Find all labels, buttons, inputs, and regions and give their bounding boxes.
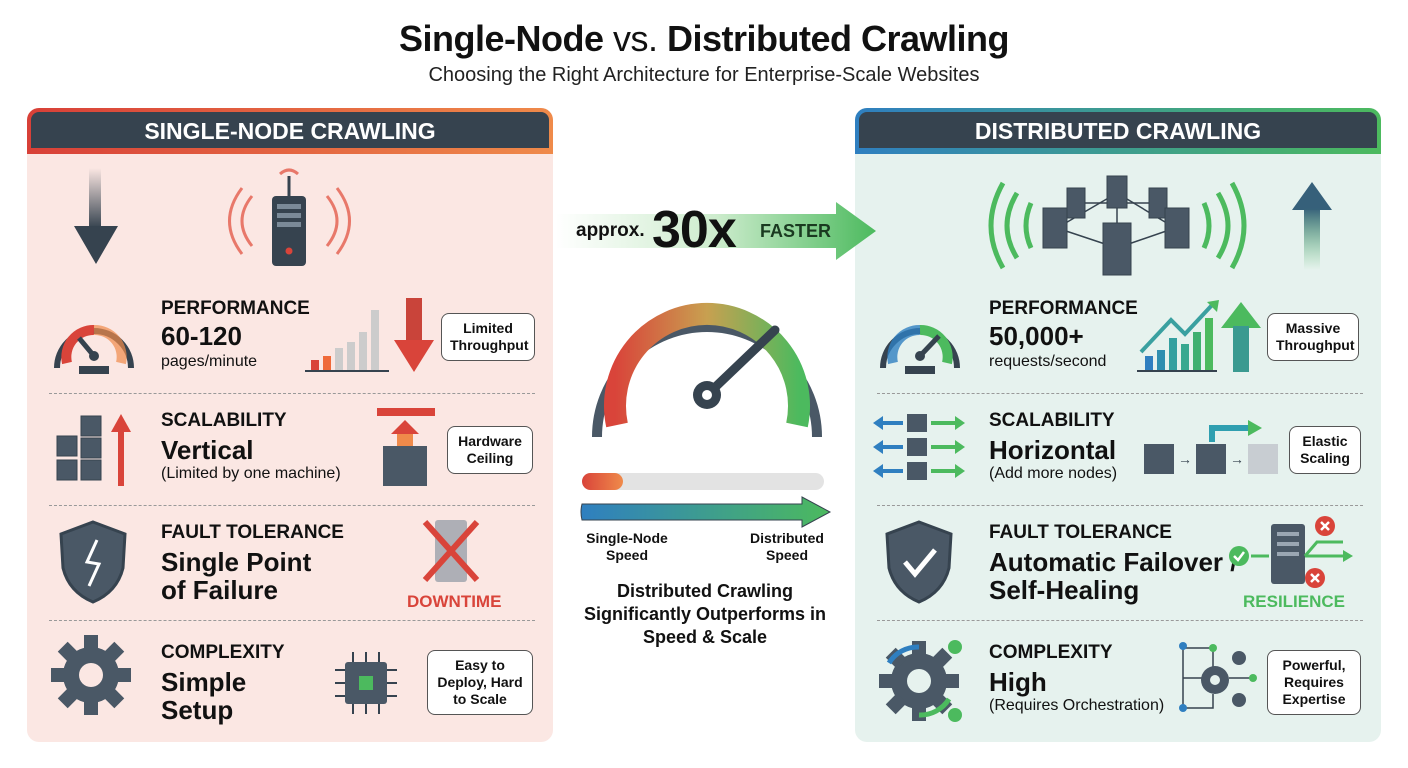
performance-value: 50,000+ [989, 321, 1084, 351]
gear-icon [51, 635, 131, 715]
speedometer-low-icon [54, 325, 134, 374]
performance-unit: requests/second [989, 353, 1107, 370]
gauge-needle [702, 325, 780, 400]
scalability-detail: (Limited by one machine) [161, 465, 341, 482]
note-bubble: Easy to Deploy, Hard to Scale [427, 650, 533, 715]
server-signal-icon [228, 168, 351, 266]
divider [49, 505, 535, 506]
faster-arrow [556, 202, 876, 260]
scalability-label: SCALABILITY [989, 410, 1115, 431]
complexity-value-1: Simple [161, 667, 247, 697]
orchestration-network-icon [1179, 642, 1257, 712]
svg-text:→: → [1178, 451, 1192, 467]
fault-tolerance-label: FAULT TOLERANCE [161, 522, 344, 543]
note-bubble: Massive Throughput [1267, 313, 1359, 361]
complexity-value-2: Setup [161, 695, 234, 725]
distributed-speed-label: Distributed Speed [750, 530, 824, 563]
panel-header: SINGLE-NODE CRAWLING [31, 112, 549, 148]
faster-label: FASTER [760, 221, 832, 241]
page-subtitle: Choosing the Right Architecture for Ente… [428, 64, 980, 86]
distributed-panel: DISTRIBUTED CRAWLING PERFORMANCE 50,000+… [855, 108, 1381, 742]
complexity-detail: (Requires Orchestration) [989, 697, 1165, 714]
single-node-panel: SINGLE-NODE CRAWLING PERFORMANCE 60-120 … [27, 108, 553, 742]
failed-server-icon [422, 519, 480, 583]
divider [49, 620, 535, 621]
gauge-color-arc [604, 303, 810, 428]
up-arrow-icon [1292, 182, 1332, 270]
scalability-label: SCALABILITY [161, 410, 287, 431]
fault-tolerance-value-1: Automatic Failover / [989, 547, 1238, 577]
single-speed-track [582, 473, 824, 490]
complexity-value: High [989, 667, 1047, 697]
scalability-detail: (Add more nodes) [989, 465, 1118, 482]
low-bar-chart-icon [305, 310, 389, 372]
fault-tolerance-value-2: Self-Healing [989, 575, 1140, 605]
performance-unit: pages/minute [161, 353, 258, 370]
speed-gauge [592, 303, 822, 438]
hardware-ceiling-icon [377, 408, 435, 486]
complexity-label: COMPLEXITY [161, 642, 285, 663]
complexity-label: COMPLEXITY [989, 642, 1113, 663]
performance-value: 60-120 [161, 321, 242, 351]
shield-check-icon [885, 520, 953, 604]
divider [877, 393, 1363, 394]
single-speed-label: Single-Node Speed [586, 530, 668, 563]
orchestration-gears-icon [879, 640, 962, 722]
fault-tolerance-label: FAULT TOLERANCE [989, 522, 1172, 543]
cubes-up-arrow-icon [56, 414, 131, 486]
fault-tolerance-value-1: Single Point [161, 547, 312, 577]
performance-label: PERFORMANCE [161, 298, 310, 319]
red-down-arrow-icon [394, 298, 434, 372]
divider [49, 393, 535, 394]
downtime-tag: DOWNTIME [407, 592, 502, 611]
note-bubble: Elastic Scaling [1289, 426, 1361, 474]
note-bubble: Powerful, Requires Expertise [1267, 650, 1361, 715]
note-bubble: Limited Throughput [441, 313, 535, 361]
speedometer-high-icon [880, 325, 960, 374]
broken-shield-icon [59, 520, 127, 604]
elastic-scaling-icon: →→ [1144, 420, 1278, 474]
speed-multiplier: 30x [652, 201, 737, 259]
performance-label: PERFORMANCE [989, 298, 1138, 319]
scalability-value: Vertical [161, 435, 254, 465]
growth-chart-icon [1137, 300, 1261, 372]
divider [877, 620, 1363, 621]
nodes-arrows-icon [873, 414, 965, 480]
single-speed-bar [582, 473, 624, 490]
divider [877, 505, 1363, 506]
approx-label: approx. [576, 220, 645, 241]
conclusion-text: Distributed Crawling Significantly Outpe… [583, 581, 827, 647]
scalability-value: Horizontal [989, 435, 1117, 465]
note-bubble: Hardware Ceiling [447, 426, 533, 474]
fault-tolerance-value-2: of Failure [161, 575, 279, 605]
panel-header: DISTRIBUTED CRAWLING [859, 112, 1377, 148]
failover-server-icon [1229, 516, 1353, 588]
resilience-tag: RESILIENCE [1243, 592, 1346, 611]
chip-icon [335, 652, 397, 714]
server-cluster-icon [988, 175, 1247, 276]
distributed-speed-bar [580, 496, 832, 528]
svg-text:→: → [1230, 451, 1244, 467]
page-title: Single-Node vs. Distributed Crawling [398, 18, 1010, 59]
down-arrow-icon [74, 168, 118, 264]
